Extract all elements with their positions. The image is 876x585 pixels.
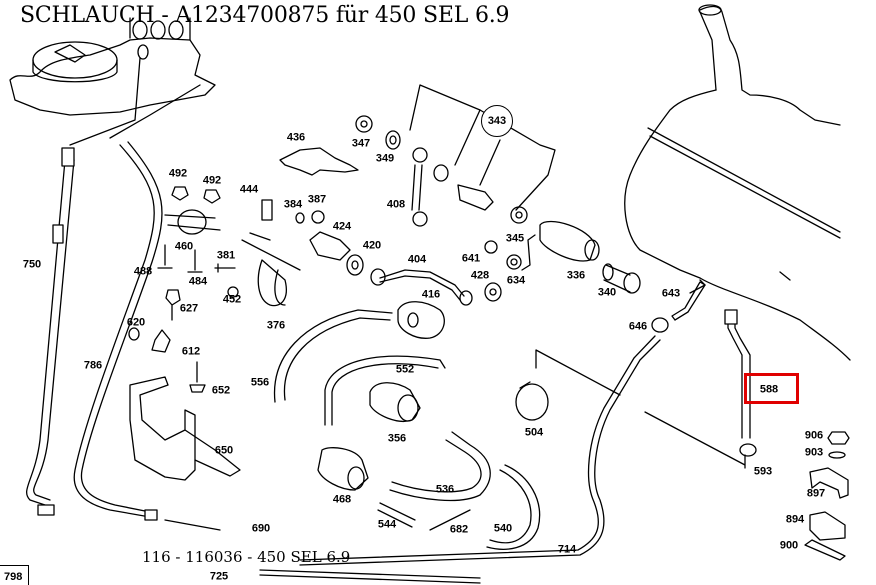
part-label-347[interactable]: 347	[351, 137, 371, 150]
part-label-646[interactable]: 646	[628, 320, 648, 333]
part-label-488[interactable]: 488	[133, 265, 153, 278]
part-label-652[interactable]: 652	[211, 384, 231, 397]
part-label-620[interactable]: 620	[126, 316, 146, 329]
part-label-552[interactable]: 552	[395, 363, 415, 376]
diagram-title: SCHLAUCH - A1234700875 für 450 SEL 6.9	[20, 3, 510, 28]
part-label-750[interactable]: 750	[22, 258, 42, 271]
fuel-tank-drawing	[624, 4, 851, 361]
model-subtitle: 116 - 116036 - 450 SEL 6.9	[142, 548, 351, 566]
part-label-786[interactable]: 786	[83, 359, 103, 372]
part-label-540[interactable]: 540	[493, 522, 513, 535]
part-label-452[interactable]: 452	[222, 293, 242, 306]
part-label-894[interactable]: 894	[785, 513, 805, 526]
page-reference-box: 798	[0, 565, 29, 585]
part-label-420[interactable]: 420	[362, 239, 382, 252]
part-label-650[interactable]: 650	[214, 444, 234, 457]
part-label-504[interactable]: 504	[524, 426, 544, 439]
part-label-900[interactable]: 900	[779, 539, 799, 552]
part-label-536[interactable]: 536	[435, 483, 455, 496]
part-label-492[interactable]: 492	[202, 174, 222, 187]
selected-part-highlight	[744, 373, 799, 404]
part-label-345[interactable]: 345	[505, 232, 525, 245]
part-label-404[interactable]: 404	[407, 253, 427, 266]
part-label-612[interactable]: 612	[181, 345, 201, 358]
part-label-387[interactable]: 387	[307, 193, 327, 206]
part-label-356[interactable]: 356	[387, 432, 407, 445]
part-label-384[interactable]: 384	[283, 198, 303, 211]
group-callout-343[interactable]: 343	[481, 105, 513, 137]
fuel-line-786-drawing	[73, 141, 163, 521]
part-label-556[interactable]: 556	[250, 376, 270, 389]
part-label-906[interactable]: 906	[804, 429, 824, 442]
part-label-492[interactable]: 492	[168, 167, 188, 180]
part-label-424[interactable]: 424	[332, 220, 352, 233]
part-label-484[interactable]: 484	[188, 275, 208, 288]
part-label-588[interactable]: 588	[759, 383, 779, 396]
part-label-408[interactable]: 408	[386, 198, 406, 211]
part-label-349[interactable]: 349	[375, 152, 395, 165]
part-label-444[interactable]: 444	[239, 183, 259, 196]
part-label-376[interactable]: 376	[266, 319, 286, 332]
callout-343-leaders	[409, 84, 556, 211]
part-label-634[interactable]: 634	[506, 274, 526, 287]
fuel-line-750-drawing	[26, 147, 75, 516]
air-filter-housing-drawing	[9, 17, 216, 146]
page-reference: 798	[4, 571, 23, 583]
part-label-641[interactable]: 641	[461, 252, 481, 265]
part-label-690[interactable]: 690	[251, 522, 271, 535]
part-label-903[interactable]: 903	[804, 446, 824, 459]
part-label-593[interactable]: 593	[753, 465, 773, 478]
part-label-436[interactable]: 436	[286, 131, 306, 144]
part-label-416[interactable]: 416	[421, 288, 441, 301]
part-label-725[interactable]: 725	[209, 570, 229, 583]
part-label-428[interactable]: 428	[470, 269, 490, 282]
part-label-460[interactable]: 460	[174, 240, 194, 253]
part-label-336[interactable]: 336	[566, 269, 586, 282]
part-label-682[interactable]: 682	[449, 523, 469, 536]
part-label-544[interactable]: 544	[377, 518, 397, 531]
part-label-897[interactable]: 897	[806, 487, 826, 500]
part-label-381[interactable]: 381	[216, 249, 236, 262]
part-label-468[interactable]: 468	[332, 493, 352, 506]
part-label-714[interactable]: 714	[557, 543, 577, 556]
part-label-340[interactable]: 340	[597, 286, 617, 299]
part-label-643[interactable]: 643	[661, 287, 681, 300]
part-label-627[interactable]: 627	[179, 302, 199, 315]
